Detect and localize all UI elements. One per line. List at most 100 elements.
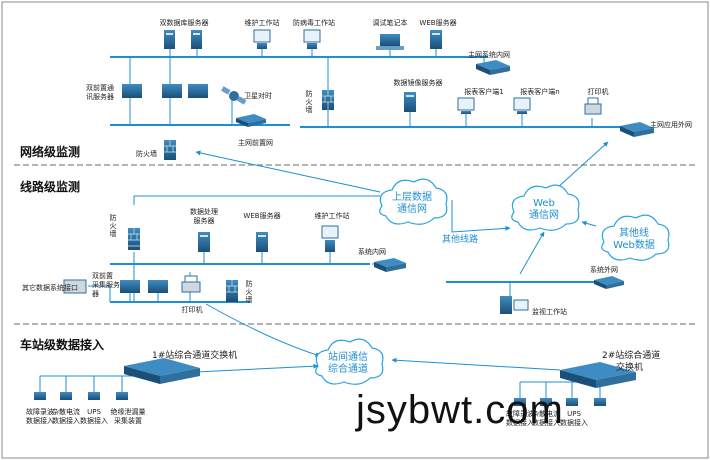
arrow-ext-to-web [519,231,545,275]
firewall-line-1-icon [128,228,140,250]
other-if-label: 其它数据系统接口 [22,284,78,292]
band-line-title: 线路级监测 [20,180,81,194]
port2-device-3-icon [566,398,578,406]
port-device-4-icon [116,392,128,400]
arrows [195,141,609,373]
mirror-server-label: 数据镜像服务器 [393,79,443,87]
front-net-switch-icon [236,114,266,127]
acq-server-2-icon [148,280,168,293]
cloud-station-line-2: 综合通道 [328,364,368,375]
arrow-switch2-to-station [391,357,561,371]
printer-top-label: 打印机 [587,88,609,96]
comm-server-label-1: 双前置通 [86,84,114,92]
band-network-title: 网络级监测 [20,145,81,159]
dp-server-label-1: 数据处理 [190,208,218,216]
port2-device-2-icon [540,398,552,406]
band-station-title: 车站级数据接入 [20,338,105,352]
line-maint-ws-icon [321,225,339,252]
front-net-label: 主网前置网 [238,139,273,147]
port-device-1-icon [34,392,46,400]
main-lan-label: 主网系统内网 [468,51,510,59]
report-client-1-icon [457,97,475,114]
firewall-left-icon [164,140,176,160]
port-label-2: 杂散电流数据接入 [52,408,80,426]
arrow-other-to-web [581,220,597,227]
port2-label-2-a: 杂散电流 [532,410,560,418]
cloud-station-line-1: 站间通信 [328,352,368,363]
db-server-2-icon [191,30,202,49]
cloud-web-text: Web 通信网 [529,198,559,222]
firewall-top-icon [322,90,334,110]
av-ws-label: 防病毒工作站 [293,19,335,27]
satellite-label: 卫星对时 [244,92,272,100]
web-server-icon [430,30,442,49]
arrow-other-lines [451,200,511,233]
cloud-web [511,184,580,231]
acq-server-1-icon [120,280,140,293]
port2-label-2: 杂散电流数据接入 [532,410,560,428]
port-label-2-b: 数据接入 [52,417,80,425]
arrow-switch1-to-station [195,363,319,373]
arrow-upper-to-firewall [195,150,381,193]
port-label-1-b: 数据接入 [26,417,54,425]
switch-2-icon [560,362,636,388]
port-label-4-a: 绝缘泄漏量 [110,408,146,416]
satellite-icon [221,86,247,105]
watermark-text: jsybwt.com [356,388,564,432]
acq-server-label-1: 双前置 [92,272,113,280]
line-printer-icon [181,275,201,293]
port2-device-1-icon [514,398,526,406]
cloud-station [315,338,384,385]
switch-2-label-1: 2#站综合通道 [602,351,661,361]
line-printer-label: 打印机 [181,306,203,314]
firewall-left-label: 防火墙 [136,150,157,158]
comm-server-2-icon [162,84,182,98]
firewall-top-label: 防火墙 [305,90,313,114]
line-web-server-label: WEB服务器 [243,212,281,220]
port-device-2-icon [60,392,72,400]
cloud-upper-line-1: 上层数据 [392,192,432,203]
main-lan-switch-icon [476,60,510,75]
port-label-3-a: UPS [87,408,101,416]
db-server-1-icon [164,30,175,49]
port2-label-1-b: 数据接入 [506,419,534,427]
sys-ext-switch-icon [594,276,624,289]
port-label-3-b: 数据接入 [80,417,108,425]
port-label-4: 绝缘泄漏量采集装置 [111,408,146,426]
port-device-3-icon [88,392,100,400]
other-lines-label: 其他线路 [442,235,479,245]
switch-1-icon [124,358,200,384]
main-ext-label: 主网应用外网 [650,121,692,129]
laptop-icon [376,34,404,50]
monitor-ws-label: 监视工作站 [532,308,567,316]
cloud-station-text: 站间通信 综合通道 [328,352,368,376]
dp-server-label-2: 服务器 [193,217,215,225]
report-client-n-icon [513,97,531,114]
sys-lan-switch-icon [374,258,406,272]
port-label-4-b: 采集装置 [114,417,142,425]
cloud-upper [379,178,448,225]
arrow-acq-to-station [205,303,321,358]
sys-lan-label: 系统内网 [358,248,386,256]
maint-ws-label: 维护工作站 [244,19,280,27]
port2-label-3-b: 数据接入 [560,419,588,427]
switch-2-label-2: 交换机 [616,363,644,373]
port-label-1-a: 故障录波 [26,408,54,416]
firewall-line-2-icon [226,280,238,302]
sys-ext-label: 系统外网 [590,266,618,274]
port2-label-1: 故障录波数据接入 [506,410,534,428]
dp-server-icon [198,232,210,252]
port2-label-3-a: UPS [567,410,581,418]
cloud-web-line-2: 通信网 [529,210,559,221]
firewall-line-2-label: 防火墙 [245,280,253,304]
report-client-n-label: 报表客户端n [520,88,560,96]
db-servers-label: 双数据库服务器 [159,19,209,27]
av-ws-icon [303,29,321,49]
debug-nb-label: 调试笔记本 [372,19,408,27]
web-server-label: WEB服务器 [419,19,457,27]
cloud-other-web-line-2: Web数据 [613,240,655,251]
